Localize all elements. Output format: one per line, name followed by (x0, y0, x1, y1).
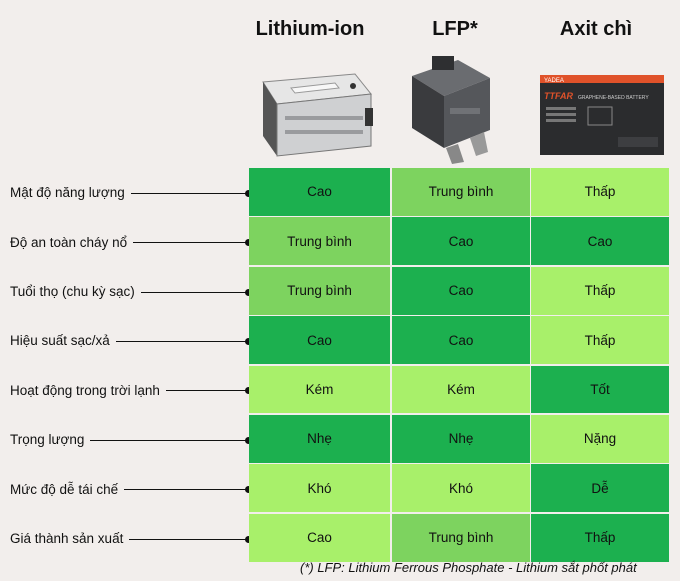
row-connector-dot (245, 239, 252, 247)
lfp-battery-image (412, 56, 490, 164)
row-connector-dot (245, 387, 252, 395)
row-connector-line (133, 242, 247, 244)
table-cell: Cao (249, 513, 390, 562)
row-label: Hiệu suất sạc/xả (10, 333, 110, 349)
row-connector-dot (245, 436, 252, 444)
table-cell: Thấp (531, 168, 669, 216)
table-cell: Khó (392, 464, 530, 513)
lead-acid-battery-image: YADEA TTFAR GRAPHENE-BASED BATTERY (540, 75, 664, 155)
table-cell: Trung bình (249, 217, 390, 266)
table-cell: Kém (392, 365, 530, 414)
table-cell: Khó (249, 464, 390, 513)
table-cell: Thấp (531, 513, 669, 562)
table-cell: Cao (392, 217, 530, 266)
table-cell: Dễ (531, 464, 669, 513)
row-label: Hoạt động trong trời lạnh (10, 382, 160, 398)
row-connector-line (141, 291, 247, 293)
table-cell: Thấp (531, 316, 669, 365)
row-label: Trọng lượng (10, 432, 85, 448)
row-connector-line (90, 439, 247, 441)
lithium-ion-battery-image (262, 73, 373, 157)
table-cell: Nặng (531, 415, 669, 463)
footnote: (*) LFP: Lithium Ferrous Phosphate - Lit… (300, 560, 637, 575)
table-cell: Nhẹ (392, 415, 530, 463)
row-label: Mức độ dễ tái chế (10, 481, 119, 497)
row-connector-line (131, 192, 247, 194)
row-connector-dot (245, 535, 252, 543)
row-connector-dot (245, 288, 252, 296)
row-label: Tuổi thọ (chu kỳ sạc) (10, 284, 135, 299)
table-cell: Tốt (531, 365, 669, 414)
table-cell: Trung bình (392, 168, 530, 216)
row-label: Độ an toàn cháy nổ (10, 234, 128, 250)
row-connector-dot (245, 189, 252, 197)
row-label: Mật độ năng lượng (10, 185, 125, 201)
table-cell: Trung bình (249, 266, 390, 315)
column-title-lfp: LFP* (432, 18, 478, 40)
table-cell: Nhẹ (249, 415, 390, 463)
battery-subtitle-label: GRAPHENE-BASED BATTERY (578, 95, 649, 101)
table-cell: Cao (392, 266, 530, 315)
table-cell: Cao (531, 217, 669, 266)
table-cell: Cao (249, 168, 390, 216)
row-connector-line (124, 489, 247, 491)
table-cell: Cao (392, 316, 530, 365)
battery-model-label: TTFAR (544, 91, 573, 101)
table-cell: Trung bình (392, 513, 530, 562)
table-cell: Thấp (531, 266, 669, 315)
table-cell: Kém (249, 365, 390, 414)
table-cell: Cao (249, 316, 390, 365)
row-connector-line (166, 390, 247, 392)
column-title-lithium-ion: Lithium-ion (255, 18, 365, 40)
battery-brand-label: YADEA (544, 78, 564, 84)
row-connector-line (116, 340, 247, 342)
row-connector-dot (245, 337, 252, 345)
column-title-lead-acid: Axit chì (559, 18, 633, 40)
row-connector-line (129, 538, 247, 540)
row-label: Giá thành sản xuất (10, 531, 124, 546)
row-connector-dot (245, 486, 252, 494)
